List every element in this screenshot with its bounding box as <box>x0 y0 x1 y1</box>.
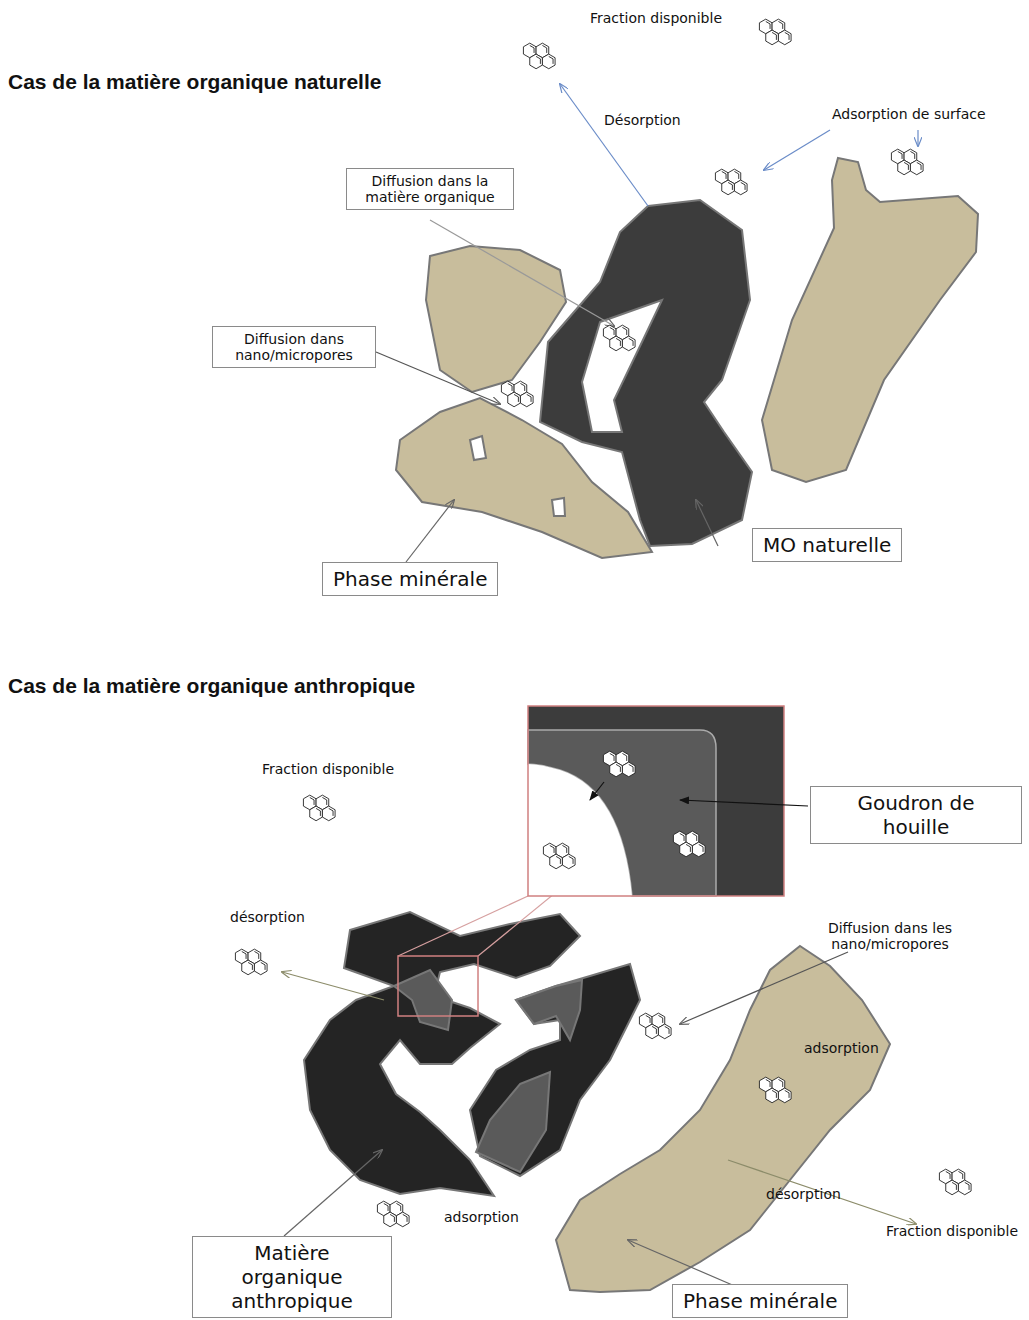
annotation: Fraction disponible <box>886 1223 1018 1239</box>
pyrene-molecule <box>673 831 705 857</box>
box-label: Phase minérale <box>683 1289 837 1313</box>
pyrene-molecule <box>759 19 791 45</box>
mineral-grain <box>762 158 978 482</box>
annotation: Adsorption de surface <box>832 106 986 122</box>
pyrene-molecule <box>303 795 335 821</box>
anthropic-organic-matter <box>470 964 640 1176</box>
pyrene-molecules <box>235 19 971 1227</box>
pyrene-molecule <box>235 949 267 975</box>
box-label: MO naturelle <box>763 533 891 557</box>
annotation: désorption <box>766 1186 841 1202</box>
pyrene-molecule <box>639 1013 671 1039</box>
pyrene-molecule <box>523 43 555 69</box>
inset <box>398 706 784 1016</box>
annotation: Diffusion dans les nano/micropores <box>800 920 980 952</box>
box-label: Diffusion dans nano/micropores <box>223 331 365 363</box>
pyrene-molecule <box>377 1201 409 1227</box>
pyrene-molecule <box>891 149 923 175</box>
text-box: Phase minérale <box>672 1284 848 1318</box>
pyrene-molecule <box>759 1077 791 1103</box>
bottom-leaders <box>282 800 916 1290</box>
pyrene-molecule <box>715 169 747 195</box>
pyrene-molecule <box>939 1169 971 1195</box>
text-box: Diffusion dans la matière organique <box>346 168 514 210</box>
box-label: Diffusion dans la matière organique <box>357 173 503 205</box>
box-label: Phase minérale <box>333 567 487 591</box>
mineral-grain <box>426 246 566 392</box>
annotation: adsorption <box>804 1040 879 1056</box>
panel-title: Cas de la matière organique naturelle <box>8 70 381 94</box>
micropore <box>552 498 565 516</box>
box-label: Matière organique anthropique <box>203 1241 381 1313</box>
pyrene-molecule <box>603 325 635 351</box>
mineral-grain <box>396 398 652 558</box>
annotation: Fraction disponible <box>590 10 722 26</box>
pyrene-molecule <box>501 381 533 407</box>
coal-tar <box>394 970 452 1030</box>
annotation: désorption <box>230 909 305 925</box>
text-box: MO naturelle <box>752 528 902 562</box>
text-box: Diffusion dans nano/micropores <box>212 326 376 368</box>
annotation: Désorption <box>604 112 681 128</box>
box-label: Goudron de houille <box>821 791 1011 839</box>
text-box: Matière organique anthropique <box>192 1236 392 1318</box>
mineral-grain <box>556 946 890 1292</box>
text-box: Goudron de houille <box>810 786 1022 844</box>
pyrene-molecule <box>603 751 635 777</box>
micropore <box>470 436 486 460</box>
coal-tar <box>516 980 582 1040</box>
bottom-panel <box>304 912 890 1292</box>
top-leaders <box>376 84 918 562</box>
panel-title: Cas de la matière organique anthropique <box>8 674 415 698</box>
top-panel <box>396 158 978 558</box>
text-box: Phase minérale <box>322 562 498 596</box>
coal-tar <box>476 1072 550 1172</box>
organic-pore <box>582 300 662 432</box>
pyrene-molecule <box>543 843 575 869</box>
annotation: adsorption <box>444 1209 519 1225</box>
annotation: Fraction disponible <box>262 761 394 777</box>
